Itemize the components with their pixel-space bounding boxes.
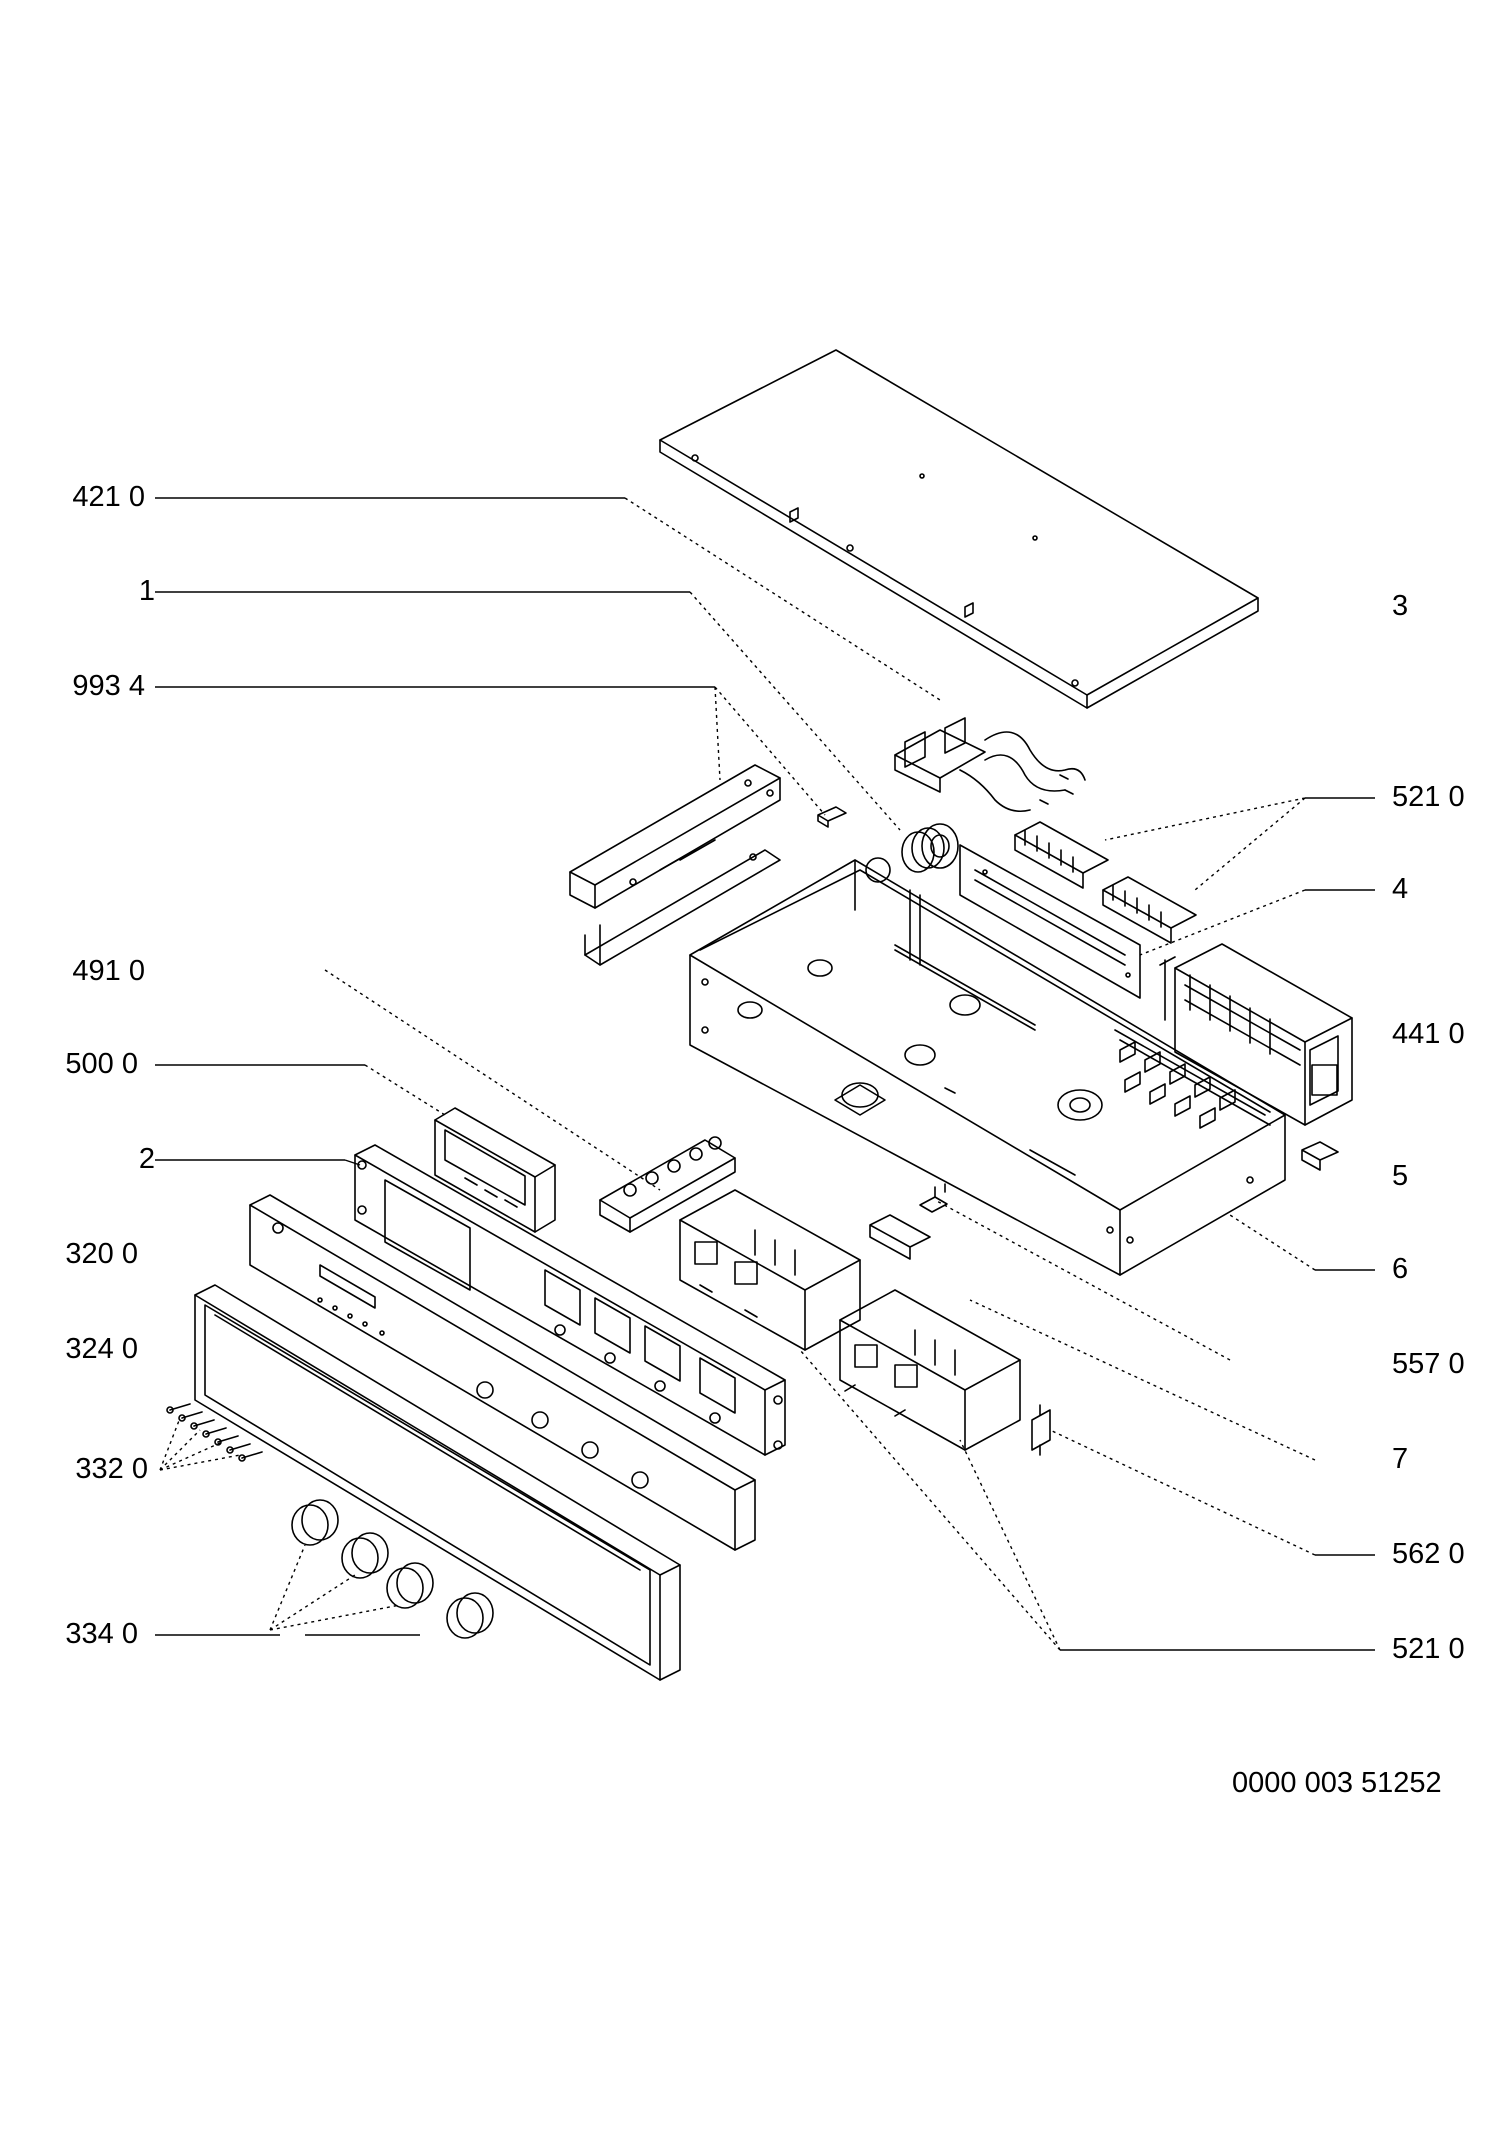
label-521-0-upper: 521 0 (1392, 781, 1465, 813)
label-332-0: 332 0 (75, 1453, 148, 1485)
display-module (434, 1107, 556, 1233)
label-5: 5 (1392, 1160, 1409, 1192)
cable-gland (901, 823, 959, 873)
control-box-housing (689, 844, 1286, 1276)
label-334-0: 334 0 (65, 1618, 138, 1650)
fascia-panel (249, 1194, 756, 1551)
label-441-0: 441 0 (1392, 1018, 1465, 1050)
control-knobs (291, 1499, 494, 1639)
leader-lines (155, 497, 1375, 1651)
relay-box-right (839, 1289, 1021, 1451)
clip (1301, 1141, 1339, 1171)
label-421-0: 421 0 (72, 481, 145, 513)
label-491-0: 491 0 (72, 955, 145, 987)
relay-with-wires (894, 717, 1086, 813)
label-500-0: 500 0 (65, 1048, 138, 1080)
clamp (1031, 1404, 1051, 1456)
terminal-blocks-upper (1014, 821, 1197, 944)
label-3: 3 (1392, 590, 1409, 622)
mounting-bracket (569, 764, 847, 966)
label-2: 2 (138, 1143, 155, 1175)
label-7: 7 (1392, 1443, 1409, 1475)
label-320-0: 320 0 (65, 1238, 138, 1270)
terminal-strip (599, 1136, 736, 1233)
screws (166, 1403, 263, 1462)
label-6: 6 (1392, 1253, 1409, 1285)
label-557-0: 557 0 (1392, 1348, 1465, 1380)
label-993-4: 993 4 (72, 670, 145, 702)
front-panel-frame (354, 1144, 786, 1456)
glass-frame (194, 1284, 681, 1681)
label-324-0: 324 0 (65, 1333, 138, 1365)
document-number: 0000 003 51252 (1232, 1767, 1442, 1799)
sensor (919, 1183, 948, 1213)
top-cover-plate (659, 349, 1259, 709)
label-562-0: 562 0 (1392, 1538, 1465, 1570)
label-1: 1 (138, 575, 155, 607)
relay-box-left (679, 1189, 931, 1351)
label-521-0-lower: 521 0 (1392, 1633, 1465, 1665)
label-4: 4 (1392, 873, 1409, 905)
